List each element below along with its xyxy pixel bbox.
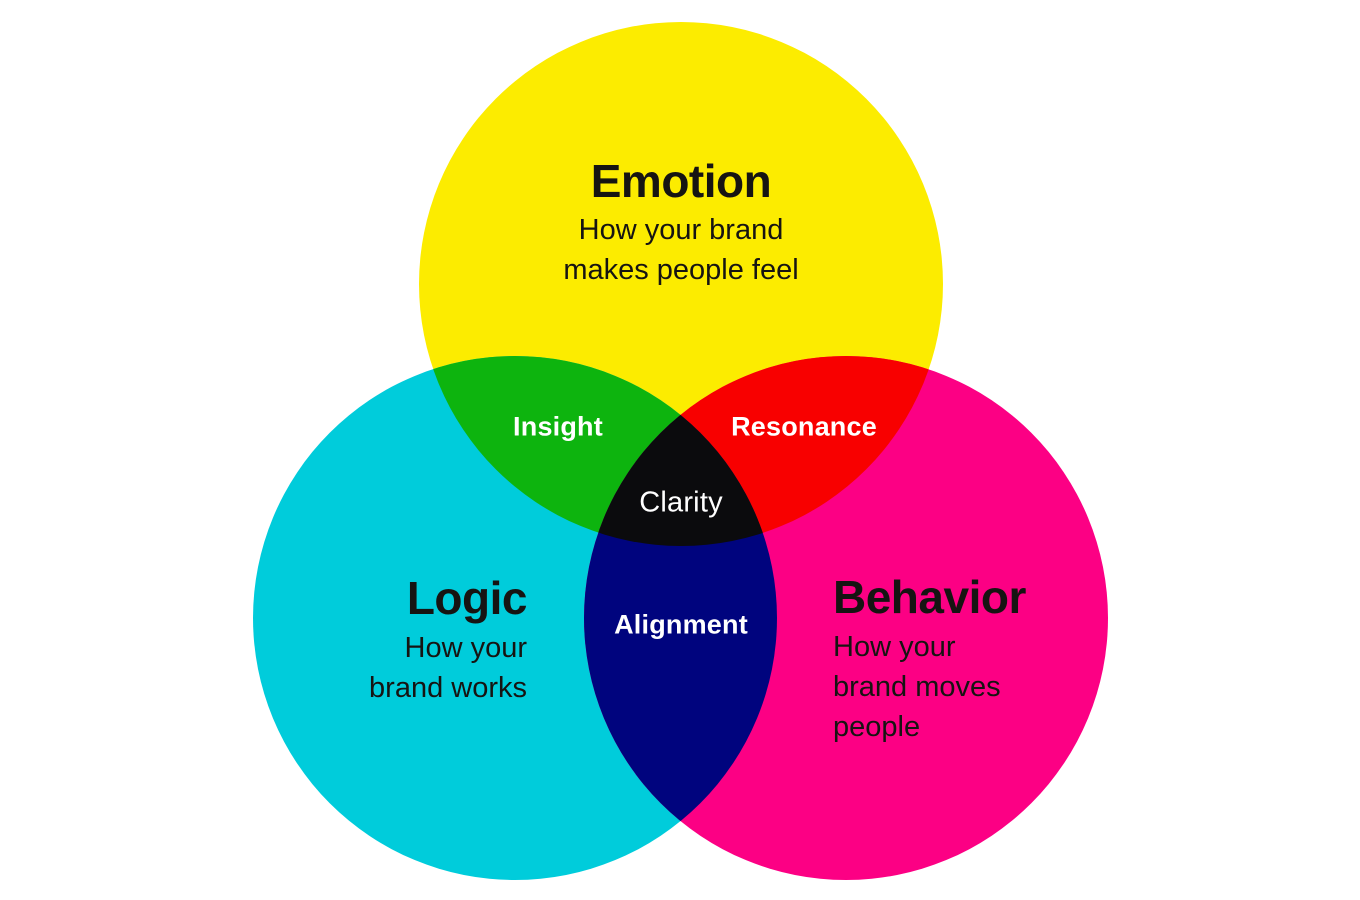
resonance-overlap-label: Resonance [731, 411, 877, 442]
logic-title: Logic [406, 572, 528, 624]
emotion-subtitle-line: How your brand [578, 214, 784, 246]
behavior-label-group: Behavior How your brand moves people [833, 572, 1026, 747]
behavior-subtitle: How your brand moves people [833, 627, 1026, 747]
logic-label-group: Logic How your brand works [369, 573, 527, 708]
behavior-subtitle-line: How your [833, 631, 956, 663]
emotion-subtitle-line: makes people feel [563, 254, 799, 286]
clarity-region [584, 356, 777, 546]
behavior-subtitle-line: brand moves [833, 671, 1001, 703]
logic-subtitle: How your brand works [369, 628, 527, 708]
behavior-title: Behavior [833, 571, 1026, 623]
emotion-title: Emotion [590, 155, 772, 207]
alignment-overlap-label: Alignment [614, 609, 748, 640]
logic-subtitle-line: brand works [369, 672, 527, 704]
emotion-label-group: Emotion How your brand makes people feel [563, 156, 798, 290]
emotion-subtitle: How your brand makes people feel [563, 210, 798, 290]
behavior-subtitle-line: people [833, 711, 921, 743]
insight-overlap-label: Insight [513, 411, 603, 442]
clarity-overlap-label: Clarity [639, 486, 723, 519]
logic-subtitle-line: How your [404, 632, 528, 664]
